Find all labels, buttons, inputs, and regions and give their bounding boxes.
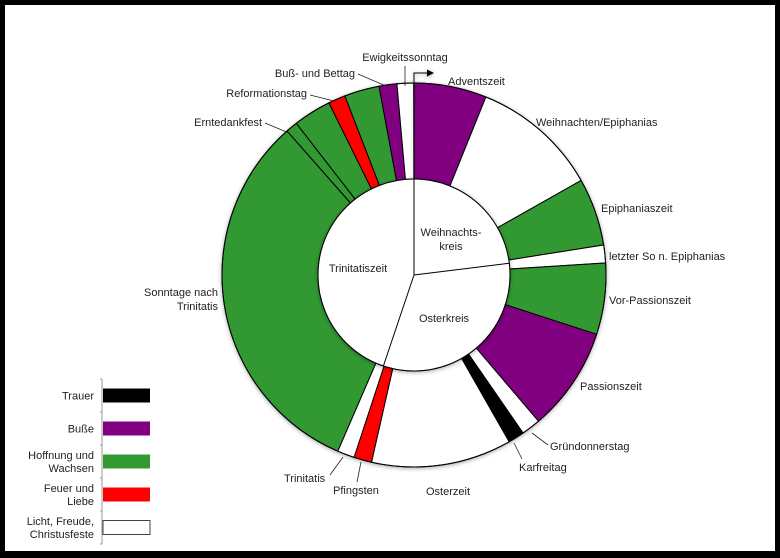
outer-ring xyxy=(221,82,607,468)
label-passionszeit: Passionszeit xyxy=(580,381,642,393)
leader-line-reformationstag xyxy=(309,94,335,102)
leader-line-grundonnerstag xyxy=(531,432,549,446)
label-trinitatis: Trinitatis xyxy=(284,473,326,485)
legend-swatch-hoffnung-und-wachsen xyxy=(103,454,150,469)
legend-label-trauer: Trauer xyxy=(62,391,94,403)
legend-swatch-trauer xyxy=(103,388,150,403)
church-year-donut-chart: AdventszeitWeihnachten/EpiphaniasEpiphan… xyxy=(27,52,726,545)
legend-swatch-feuer-und-liebe xyxy=(103,487,150,502)
start-arrow-line xyxy=(413,72,428,179)
label-epiphaniaszeit: Epiphaniaszeit xyxy=(601,203,673,215)
arrow-head-icon xyxy=(427,69,434,77)
label-reformationstag: Reformationstag xyxy=(226,88,307,100)
inner-label-osterkreis: Osterkreis xyxy=(419,313,470,325)
inner-divider-osterkreis xyxy=(413,262,510,276)
label-karfreitag: Karfreitag xyxy=(519,462,567,474)
label-osterzeit: Osterzeit xyxy=(426,486,470,498)
legend-swatch-busse xyxy=(103,421,150,436)
inner-ring xyxy=(317,69,511,372)
leader-line-pfingsten xyxy=(356,461,362,483)
label-buss-und-bettag: Buß- und Bettag xyxy=(275,68,355,80)
inner-label-weihnachtskreis: Weihnachts-kreis xyxy=(421,227,482,253)
leader-line-buss-und-bettag xyxy=(357,73,387,87)
inner-label-trinitatiszeit: Trinitatiszeit xyxy=(329,263,387,275)
label-ewigkeitssonntag: Ewigkeitssonntag xyxy=(362,52,448,64)
legend-label-licht-freude-christusfeste: Licht, Freude,Christusfeste xyxy=(27,516,94,541)
leader-line-erntedankfest xyxy=(264,122,290,134)
label-erntedankfest: Erntedankfest xyxy=(194,117,262,129)
label-adventszeit: Adventszeit xyxy=(448,76,505,88)
label-letzter-so-n-epiphanias: letzter So n. Epiphanias xyxy=(609,251,726,263)
label-vor-passionszeit: Vor-Passionszeit xyxy=(609,295,691,307)
leader-line-karfreitag xyxy=(513,442,523,460)
label-pfingsten: Pfingsten xyxy=(333,485,379,497)
legend-swatch-licht-freude-christusfeste xyxy=(102,520,151,535)
legend-label-busse: Buße xyxy=(68,424,94,436)
segment-labels: AdventszeitWeihnachten/EpiphaniasEpiphan… xyxy=(144,52,726,498)
label-weihnachten-epiphanias: Weihnachten/Epiphanias xyxy=(536,117,658,129)
label-grundonnerstag: Gründonnerstag xyxy=(550,441,630,453)
leader-line-trinitatis xyxy=(329,456,344,476)
inner-divider-trinitatiszeit xyxy=(382,274,415,367)
